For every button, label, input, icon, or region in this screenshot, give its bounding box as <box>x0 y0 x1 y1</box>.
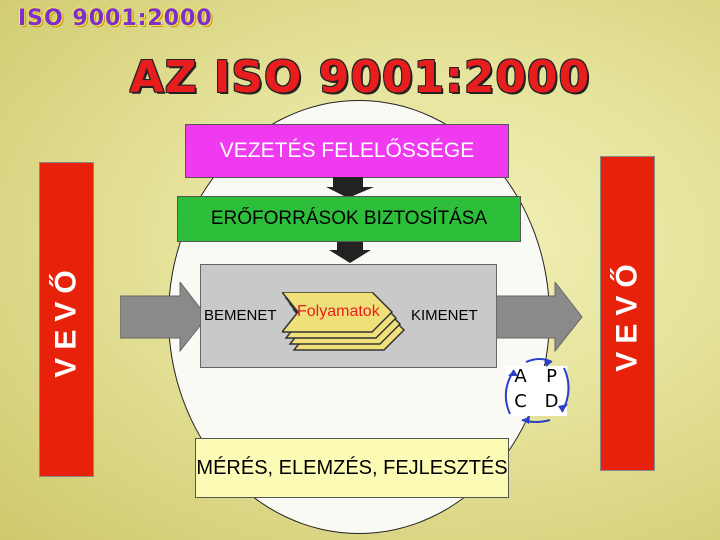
pdca-cycle: A P C D <box>505 366 567 416</box>
management-box: VEZETÉS FELELŐSSÉGE <box>185 124 509 178</box>
input-label: BEMENET <box>204 307 277 324</box>
down-arrow-1 <box>326 177 374 198</box>
customer-right-label: VEVŐ <box>610 255 644 372</box>
measurement-box: MÉRÉS, ELEMZÉS, FEJLESZTÉS <box>195 438 509 498</box>
resources-box: ERŐFORRÁSOK BIZTOSÍTÁSA <box>177 196 521 242</box>
output-label: KIMENET <box>411 307 478 324</box>
page-title: AZ ISO 9001:2000 <box>129 52 591 103</box>
processes-label: Folyamatok <box>297 303 380 320</box>
iso-logo: ISO 9001:2000 <box>18 6 213 31</box>
output-arrow <box>495 282 583 352</box>
process-stack <box>282 292 406 351</box>
pdca-p: P <box>546 366 557 387</box>
pdca-arrows-icon <box>504 358 570 424</box>
customer-left-label: VEVŐ <box>49 261 83 378</box>
pdca-d: D <box>544 391 559 412</box>
customer-right-bar: VEVŐ <box>600 156 655 471</box>
pdca-a: A <box>514 366 527 387</box>
pdca-c: C <box>514 391 527 412</box>
down-arrow-2 <box>329 240 371 263</box>
customer-left-bar: VEVŐ <box>39 162 94 477</box>
input-arrow <box>120 282 208 352</box>
